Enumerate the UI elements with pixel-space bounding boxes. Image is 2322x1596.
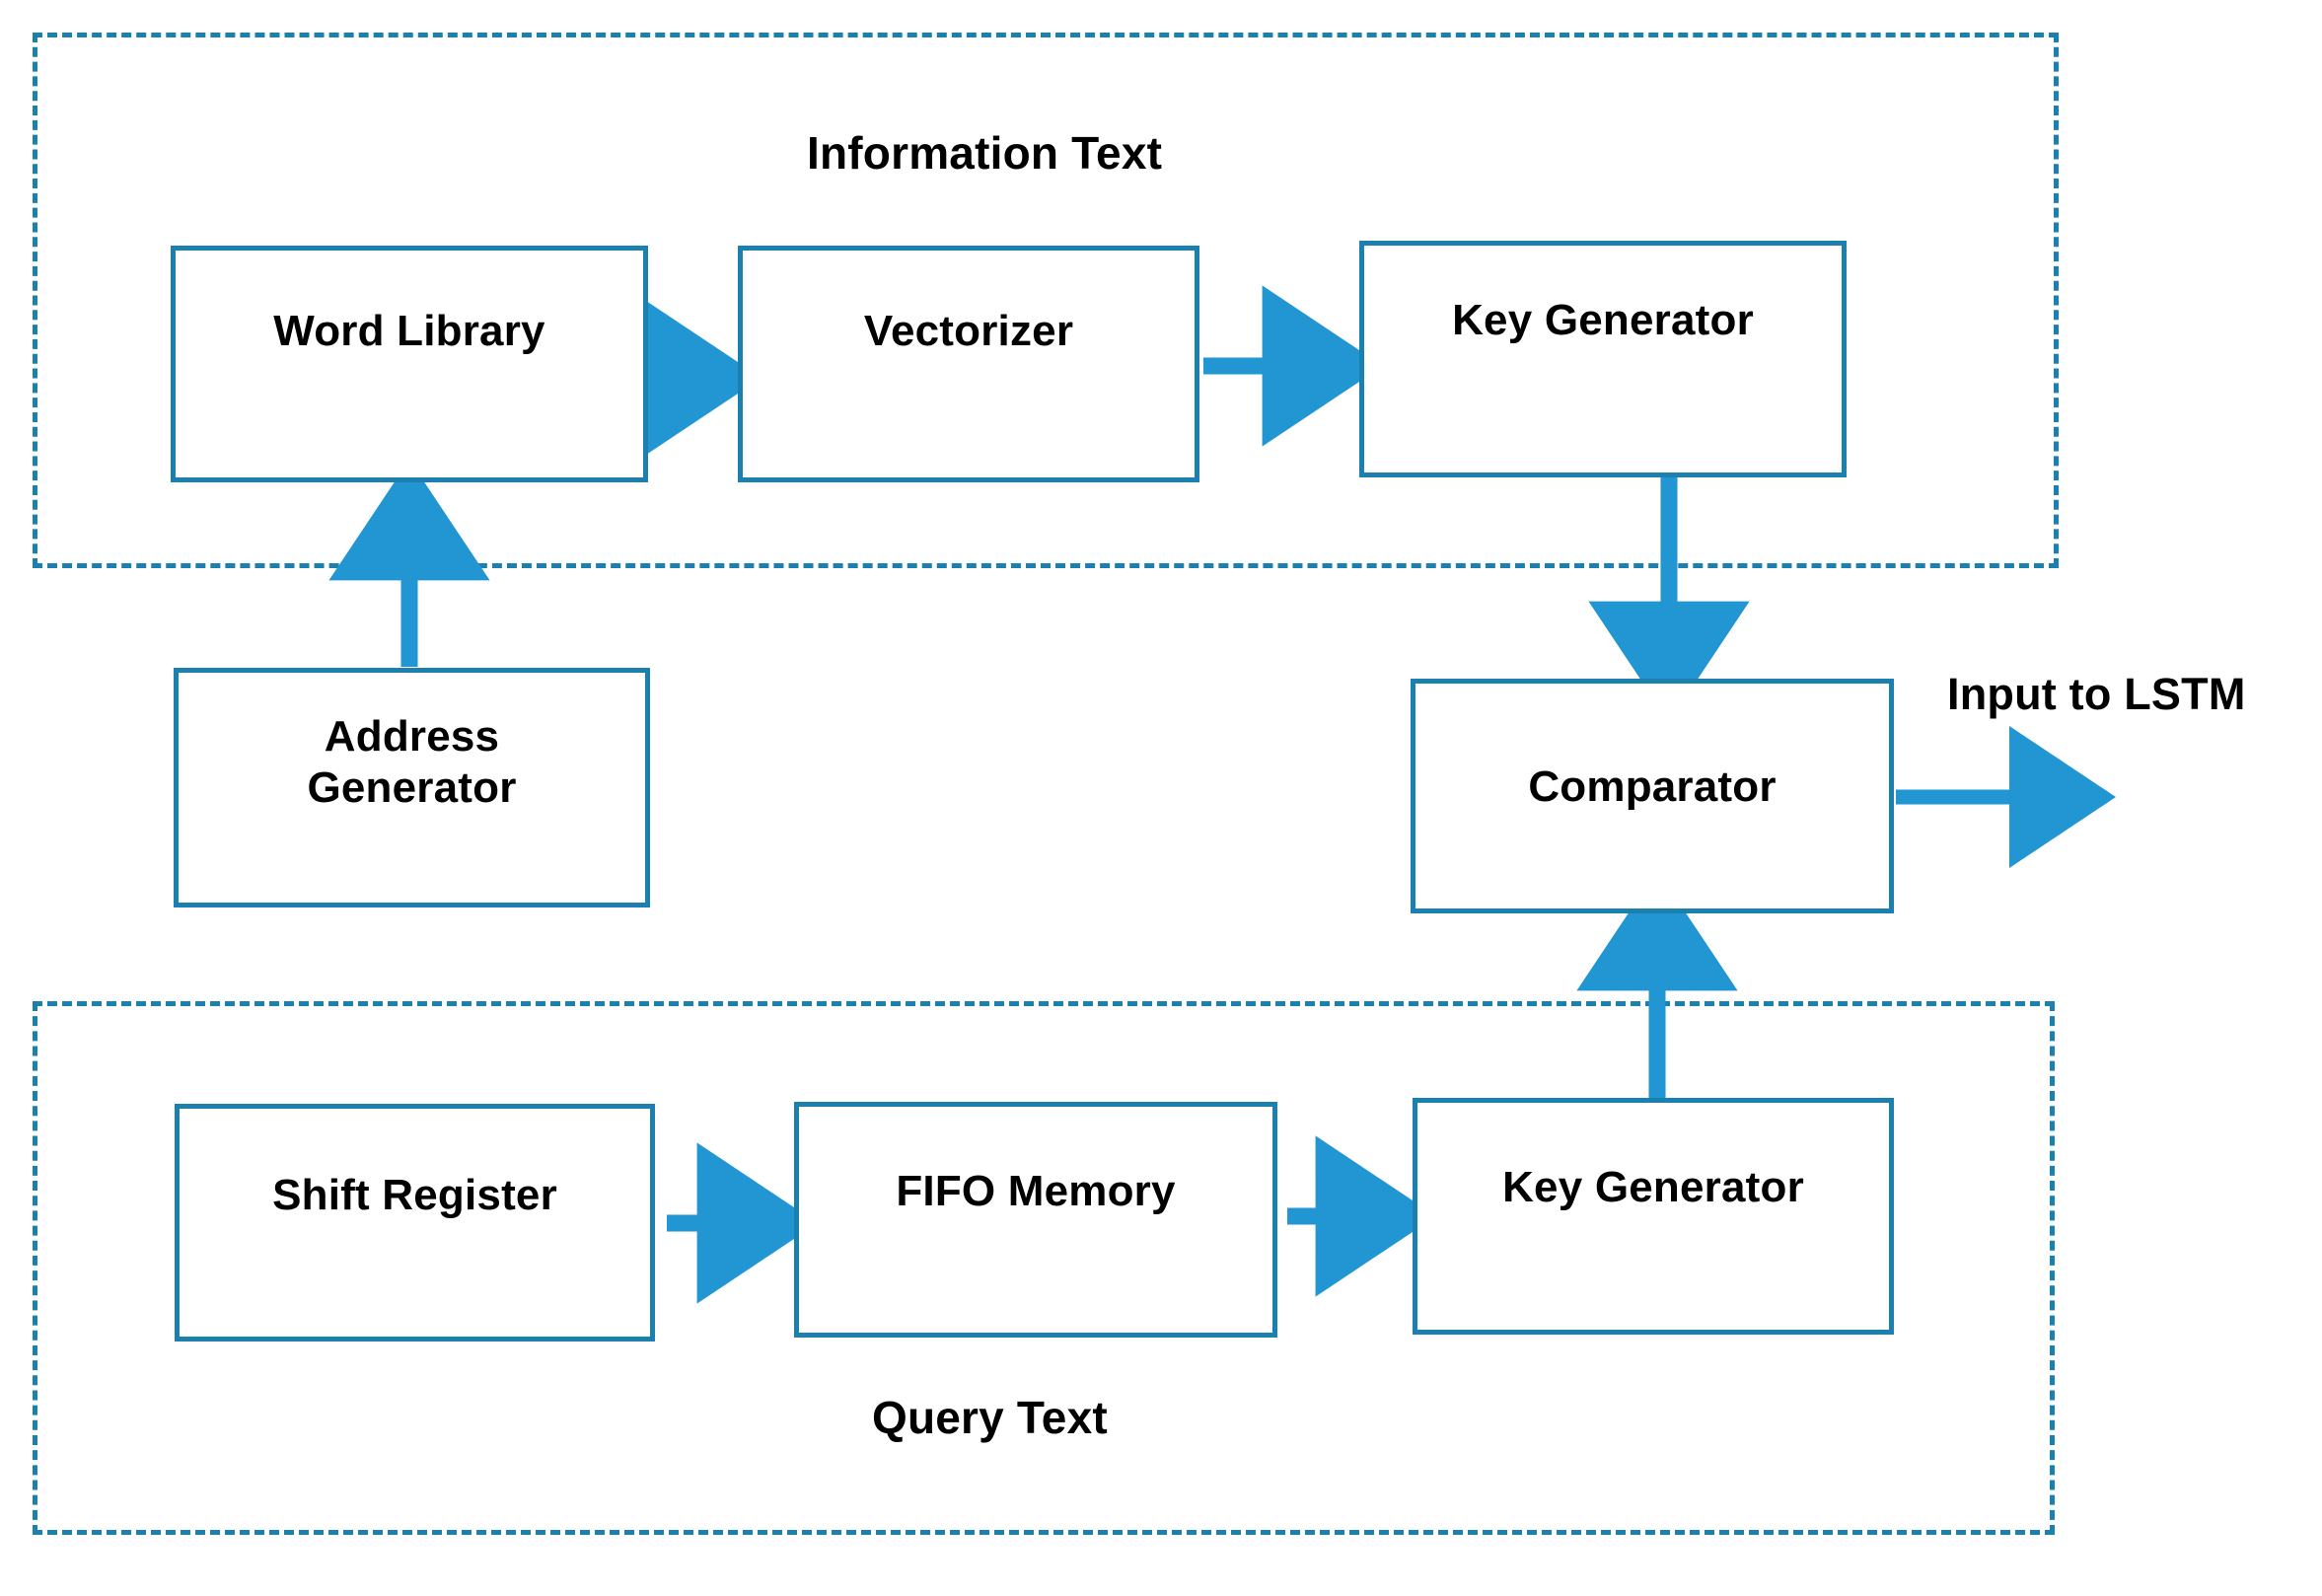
block-address-generator[interactable]: Address Generator — [174, 668, 650, 907]
block-key-generator-top[interactable]: Key Generator — [1359, 241, 1847, 477]
block-comparator-label: Comparator — [1528, 762, 1777, 811]
block-shift-register[interactable]: Shift Register — [175, 1104, 655, 1342]
block-address-generator-label: Address Generator — [307, 712, 517, 812]
block-key-generator-top-label: Key Generator — [1452, 296, 1754, 344]
region-information-text — [33, 33, 2059, 568]
block-comparator[interactable]: Comparator — [1411, 679, 1894, 913]
block-word-library-label: Word Library — [273, 307, 545, 355]
block-fifo-memory[interactable]: FIFO Memory — [794, 1102, 1277, 1338]
block-word-library[interactable]: Word Library — [171, 246, 648, 482]
block-vectorizer-label: Vectorizer — [863, 307, 1074, 355]
block-fifo-memory-label: FIFO Memory — [896, 1167, 1176, 1215]
region-information-text-label: Information Text — [807, 127, 1163, 179]
block-shift-register-label: Shift Register — [272, 1171, 557, 1219]
block-vectorizer[interactable]: Vectorizer — [738, 246, 1199, 482]
output-label-input-to-lstm: Input to LSTM — [1947, 669, 2246, 719]
region-query-text-label: Query Text — [872, 1392, 1108, 1443]
block-key-generator-bottom-label: Key Generator — [1502, 1163, 1804, 1211]
block-key-generator-bottom[interactable]: Key Generator — [1413, 1098, 1894, 1335]
region-query-text — [33, 1001, 2055, 1535]
